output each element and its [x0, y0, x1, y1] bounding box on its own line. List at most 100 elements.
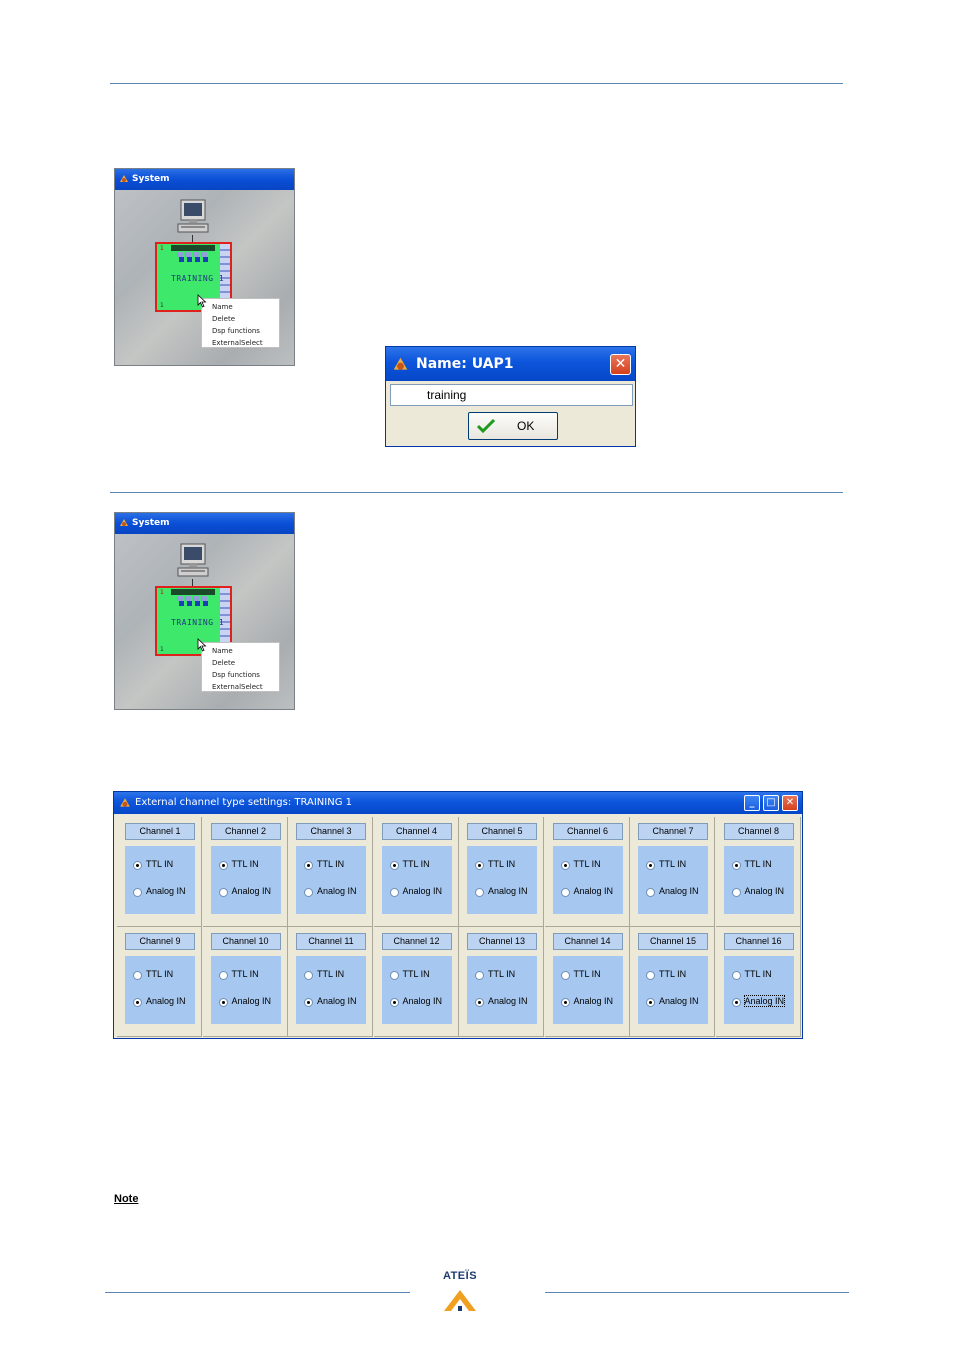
analog-in-label[interactable]: Analog IN	[402, 996, 443, 1006]
close-icon[interactable]: ✕	[610, 354, 631, 375]
system-title: System	[132, 518, 170, 528]
ttl-in-label[interactable]: TTL IN	[146, 969, 174, 979]
ttl-in-radio[interactable]	[731, 861, 741, 870]
maximize-icon[interactable]: □	[763, 795, 779, 811]
analog-in-radio[interactable]	[133, 998, 142, 1007]
ok-button[interactable]: OK	[468, 412, 558, 440]
analog-in-label[interactable]: Analog IN	[231, 886, 272, 896]
ttl-in-radio[interactable]	[646, 861, 655, 870]
uap-device-block[interactable]: 1 TRAINING 1 1	[155, 586, 232, 656]
ttl-in-radio[interactable]	[731, 971, 741, 980]
device-port-strip	[171, 589, 215, 595]
analog-in-label[interactable]: Analog IN	[317, 996, 357, 1006]
analog-in-label[interactable]: Analog IN	[317, 886, 357, 896]
channel-options-panel: TTL IN Analog IN	[552, 956, 623, 1024]
analog-in-radio[interactable]	[304, 888, 313, 897]
analog-in-label[interactable]: Analog IN	[146, 886, 186, 896]
ttl-in-label[interactable]: TTL IN	[488, 859, 516, 869]
analog-in-label[interactable]: Analog IN	[402, 886, 443, 896]
ttl-in-label[interactable]: TTL IN	[744, 969, 772, 979]
menu-item-external-select[interactable]: ExternalSelect	[212, 339, 263, 347]
channel-options-panel: TTL IN Analog IN	[381, 956, 452, 1024]
close-icon[interactable]: ✕	[782, 795, 798, 811]
ext-dialog-title: External channel type settings: TRAINING…	[135, 797, 353, 808]
analog-in-radio[interactable]	[389, 998, 399, 1007]
channel-label: Channel 9	[125, 933, 195, 950]
analog-in-radio[interactable]	[133, 888, 142, 897]
ttl-in-radio[interactable]	[560, 861, 570, 870]
analog-in-label[interactable]: Analog IN	[488, 996, 528, 1006]
ttl-in-radio[interactable]	[218, 971, 228, 980]
ttl-in-label[interactable]: TTL IN	[488, 969, 516, 979]
analog-in-radio[interactable]	[560, 998, 570, 1007]
computer-icon[interactable]	[177, 542, 209, 580]
analog-in-radio[interactable]	[389, 888, 399, 897]
menu-item-name[interactable]: Name	[212, 303, 233, 311]
system-window-bottom: System 1 TRAINING 1 1 Name Delete Dsp fu…	[114, 512, 295, 710]
menu-item-name[interactable]: Name	[212, 647, 233, 655]
analog-in-radio[interactable]	[560, 888, 570, 897]
analog-in-radio[interactable]	[731, 888, 741, 897]
analog-in-label[interactable]: Analog IN	[146, 996, 186, 1006]
analog-in-radio[interactable]	[218, 888, 228, 897]
analog-in-label[interactable]: Analog IN	[573, 886, 614, 896]
channel-options-panel: TTL IN Analog IN	[638, 846, 708, 914]
ttl-in-label[interactable]: TTL IN	[402, 969, 430, 979]
menu-item-external-select[interactable]: ExternalSelect	[212, 683, 263, 691]
mouse-cursor-icon	[197, 294, 207, 308]
analog-in-label[interactable]: Analog IN	[573, 996, 614, 1006]
footer-rule-left	[105, 1292, 410, 1293]
system-title: System	[132, 174, 170, 184]
minimize-icon[interactable]: _	[744, 795, 760, 811]
analog-in-label[interactable]: Analog IN	[488, 886, 528, 896]
analog-in-label[interactable]: Analog IN	[659, 996, 699, 1006]
analog-in-radio[interactable]	[475, 998, 484, 1007]
computer-icon[interactable]	[177, 198, 209, 236]
ttl-in-label[interactable]: TTL IN	[402, 859, 430, 869]
menu-item-dsp-functions[interactable]: Dsp functions	[212, 327, 260, 335]
ttl-in-label[interactable]: TTL IN	[659, 969, 687, 979]
analog-in-label[interactable]: Analog IN	[231, 996, 272, 1006]
ttl-in-radio[interactable]	[133, 861, 142, 870]
analog-in-label[interactable]: Analog IN	[659, 886, 699, 896]
section-rule	[110, 492, 843, 493]
analog-in-radio[interactable]	[218, 998, 228, 1007]
ttl-in-radio[interactable]	[304, 971, 313, 980]
ttl-in-label[interactable]: TTL IN	[317, 969, 345, 979]
ttl-in-radio[interactable]	[133, 971, 142, 980]
analog-in-radio[interactable]	[304, 998, 313, 1007]
analog-in-label[interactable]: Analog IN	[743, 995, 786, 1007]
menu-item-dsp-functions[interactable]: Dsp functions	[212, 671, 260, 679]
analog-in-radio[interactable]	[646, 998, 655, 1007]
ttl-in-radio[interactable]	[560, 971, 570, 980]
ttl-in-label[interactable]: TTL IN	[146, 859, 174, 869]
ttl-in-label[interactable]: TTL IN	[231, 859, 259, 869]
channel-label: Channel 2	[210, 823, 281, 840]
channel-options-panel: TTL IN Analog IN	[552, 846, 623, 914]
ttl-in-label[interactable]: TTL IN	[317, 859, 345, 869]
ttl-in-radio[interactable]	[389, 861, 399, 870]
ttl-in-radio[interactable]	[646, 971, 655, 980]
ttl-in-radio[interactable]	[475, 861, 484, 870]
analog-in-radio[interactable]	[731, 998, 741, 1007]
device-label: TRAINING 1	[171, 274, 225, 283]
ttl-in-label[interactable]: TTL IN	[573, 859, 601, 869]
analog-in-radio[interactable]	[475, 888, 484, 897]
ttl-in-label[interactable]: TTL IN	[659, 859, 687, 869]
ttl-in-label[interactable]: TTL IN	[573, 969, 601, 979]
analog-in-label[interactable]: Analog IN	[744, 886, 785, 896]
ttl-in-label[interactable]: TTL IN	[231, 969, 259, 979]
ttl-in-radio[interactable]	[218, 861, 228, 870]
uap-device-block[interactable]: 1 TRAINING 1 1	[155, 242, 232, 312]
ttl-in-label[interactable]: TTL IN	[744, 859, 772, 869]
menu-item-delete[interactable]: Delete	[212, 659, 235, 667]
ttl-in-radio[interactable]	[304, 861, 313, 870]
ttl-in-radio[interactable]	[475, 971, 484, 980]
ttl-in-radio[interactable]	[389, 971, 399, 980]
menu-item-delete[interactable]: Delete	[212, 315, 235, 323]
name-input[interactable]	[390, 384, 633, 406]
analog-in-radio[interactable]	[646, 888, 655, 897]
